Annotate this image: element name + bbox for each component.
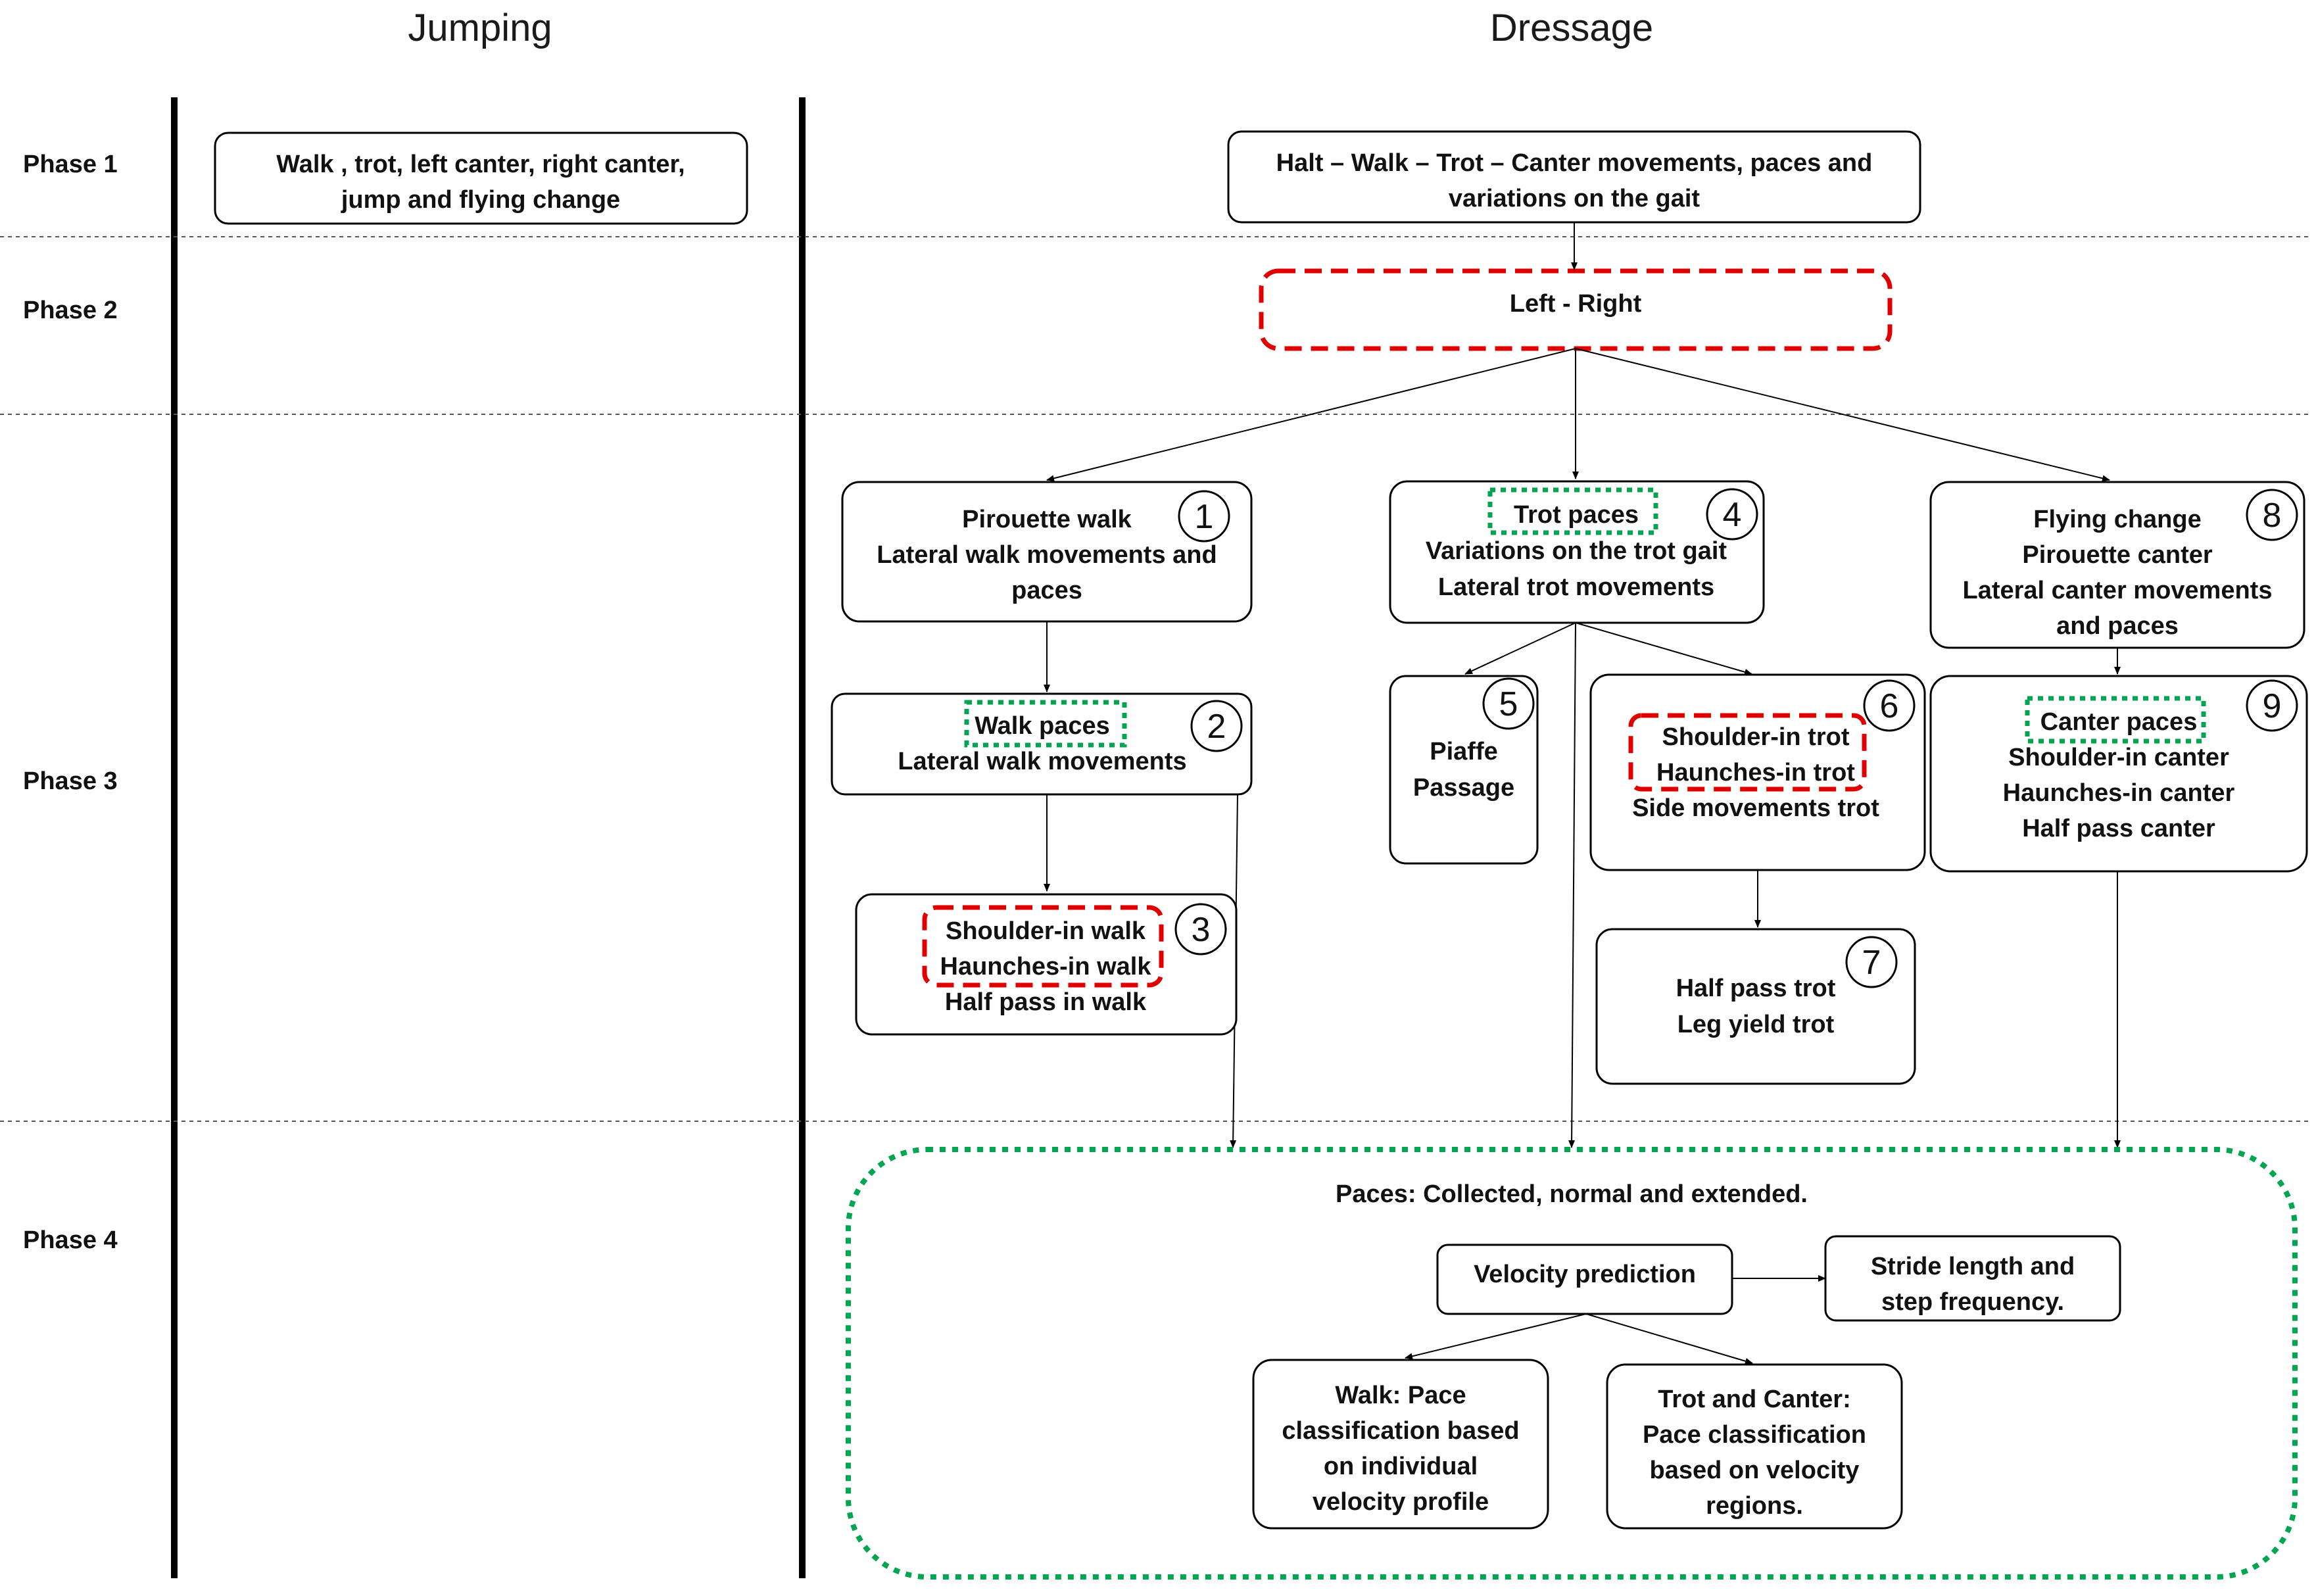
box-9-number: 9 bbox=[2263, 687, 2282, 725]
svg-text:Lateral walk movements and: Lateral walk movements and bbox=[877, 541, 1217, 569]
box-8-canter-movements: Flying change Pirouette canter Lateral c… bbox=[1929, 481, 2305, 649]
svg-text:on individual: on individual bbox=[1324, 1453, 1478, 1480]
svg-text:Trot and Canter:: Trot and Canter: bbox=[1658, 1386, 1850, 1413]
box-3-lateral-walk: Shoulder-in walk Haunches-in walk Half p… bbox=[855, 893, 1238, 1036]
box-7-number: 7 bbox=[1862, 944, 1881, 982]
svg-text:jump and flying change: jump and flying change bbox=[341, 186, 620, 214]
jumping-movements-box: Walk , trot, left canter, right canter, … bbox=[214, 132, 748, 225]
svg-text:Pirouette canter: Pirouette canter bbox=[2022, 541, 2213, 569]
svg-text:Piaffe: Piaffe bbox=[1430, 738, 1497, 765]
svg-text:regions.: regions. bbox=[1706, 1492, 1803, 1520]
svg-text:Side movements trot: Side movements trot bbox=[1632, 794, 1879, 822]
svg-text:Half pass canter: Half pass canter bbox=[2022, 815, 2215, 842]
trot-canter-pace-classification-box: Trot and Canter: Pace classification bas… bbox=[1606, 1363, 1903, 1530]
svg-text:Left - Right: Left - Right bbox=[1510, 290, 1642, 318]
box-2-number: 2 bbox=[1207, 708, 1226, 746]
box-4-trot-paces: Trot paces Variations on the trot gait L… bbox=[1389, 480, 1765, 624]
box-2-walk-paces: Walk paces Lateral walk movements 2 bbox=[831, 692, 1253, 796]
box-5-number: 5 bbox=[1499, 685, 1518, 723]
svg-text:Walk: Pace: Walk: Pace bbox=[1335, 1382, 1466, 1409]
svg-text:Half pass trot: Half pass trot bbox=[1676, 975, 1836, 1002]
phase-2-label: Phase 2 bbox=[23, 297, 118, 324]
svg-text:Haunches-in walk: Haunches-in walk bbox=[940, 953, 1152, 980]
svg-text:Shoulder-in canter: Shoulder-in canter bbox=[2008, 744, 2229, 771]
box-5-piaffe-passage: Piaffe Passage 5 bbox=[1389, 675, 1539, 865]
svg-text:Shoulder-in walk: Shoulder-in walk bbox=[946, 917, 1146, 945]
svg-text:Velocity prediction: Velocity prediction bbox=[1474, 1261, 1696, 1288]
svg-text:and paces: and paces bbox=[2056, 612, 2179, 640]
phase-1-label: Phase 1 bbox=[23, 151, 118, 178]
velocity-prediction-box: Velocity prediction bbox=[1436, 1244, 1733, 1315]
svg-text:Haunches-in canter: Haunches-in canter bbox=[2003, 779, 2235, 807]
svg-text:Pace classification: Pace classification bbox=[1643, 1421, 1866, 1449]
svg-text:Lateral walk movements: Lateral walk movements bbox=[898, 748, 1186, 775]
svg-text:Walk paces: Walk paces bbox=[975, 712, 1110, 740]
box-3-number: 3 bbox=[1192, 911, 1211, 949]
svg-text:variations on the gait: variations on the gait bbox=[1449, 185, 1701, 212]
box-1-walk-movements: Pirouette walk Lateral walk movements an… bbox=[841, 481, 1253, 623]
svg-text:based on velocity: based on velocity bbox=[1650, 1457, 1860, 1484]
phase-4-connectors bbox=[1405, 1275, 1826, 1365]
dressage-gaits-box: Halt – Walk – Trot – Canter movements, p… bbox=[1227, 130, 1921, 224]
dressage-header: Dressage bbox=[1490, 7, 1653, 49]
jumping-header: Jumping bbox=[408, 7, 552, 49]
stride-frequency-box: Stride length and step frequency. bbox=[1824, 1235, 2121, 1322]
phase-4-container: Paces: Collected, normal and extended. bbox=[846, 1147, 2298, 1580]
left-right-box: Left - Right bbox=[1259, 268, 1893, 351]
svg-text:classification based: classification based bbox=[1282, 1417, 1519, 1445]
svg-text:paces: paces bbox=[1011, 577, 1082, 604]
svg-text:Pirouette walk: Pirouette walk bbox=[962, 506, 1132, 533]
box-6-side-movements-trot: Shoulder-in trot Haunches-in trot Side m… bbox=[1589, 673, 1926, 871]
phase-separators bbox=[0, 236, 2308, 1122]
svg-text:Lateral canter movements: Lateral canter movements bbox=[1963, 577, 2273, 604]
paces-caption: Paces: Collected, normal and extended. bbox=[1336, 1180, 1808, 1208]
box-8-number: 8 bbox=[2263, 496, 2282, 535]
svg-text:Passage: Passage bbox=[1413, 774, 1514, 802]
walk-pace-classification-box: Walk: Pace classification based on indiv… bbox=[1252, 1359, 1549, 1530]
phase-4-label: Phase 4 bbox=[23, 1226, 118, 1254]
phase-3-label: Phase 3 bbox=[23, 767, 118, 795]
svg-text:Flying change: Flying change bbox=[2033, 506, 2201, 533]
svg-text:Shoulder-in trot: Shoulder-in trot bbox=[1662, 723, 1850, 751]
svg-text:Stride length and: Stride length and bbox=[1871, 1253, 2075, 1280]
svg-text:Halt – Walk – Trot – Canter m: Halt – Walk – Trot – Canter movements, p… bbox=[1276, 149, 1873, 177]
box-7-half-pass-trot: Half pass trot Leg yield trot 7 bbox=[1595, 928, 1916, 1085]
box-9-canter-paces: Canter paces Shoulder-in canter Haunches… bbox=[1929, 675, 2308, 873]
svg-text:Variations on the trot gait: Variations on the trot gait bbox=[1426, 537, 1727, 565]
svg-text:Canter paces: Canter paces bbox=[2040, 708, 2198, 736]
svg-text:Leg yield trot: Leg yield trot bbox=[1677, 1011, 1835, 1038]
svg-text:Haunches-in trot: Haunches-in trot bbox=[1656, 759, 1855, 786]
svg-text:step frequency.: step frequency. bbox=[1881, 1288, 2064, 1316]
svg-text:Trot paces: Trot paces bbox=[1514, 501, 1639, 529]
box-4-number: 4 bbox=[1723, 496, 1742, 534]
box-6-number: 6 bbox=[1880, 687, 1899, 725]
svg-text:Walk , trot, left canter, righ: Walk , trot, left canter, right canter, bbox=[276, 151, 685, 178]
box-1-number: 1 bbox=[1195, 498, 1214, 536]
svg-text:Lateral trot movements: Lateral trot movements bbox=[1438, 573, 1714, 601]
svg-text:velocity profile: velocity profile bbox=[1313, 1488, 1489, 1516]
svg-text:Half pass in walk: Half pass in walk bbox=[945, 988, 1147, 1016]
